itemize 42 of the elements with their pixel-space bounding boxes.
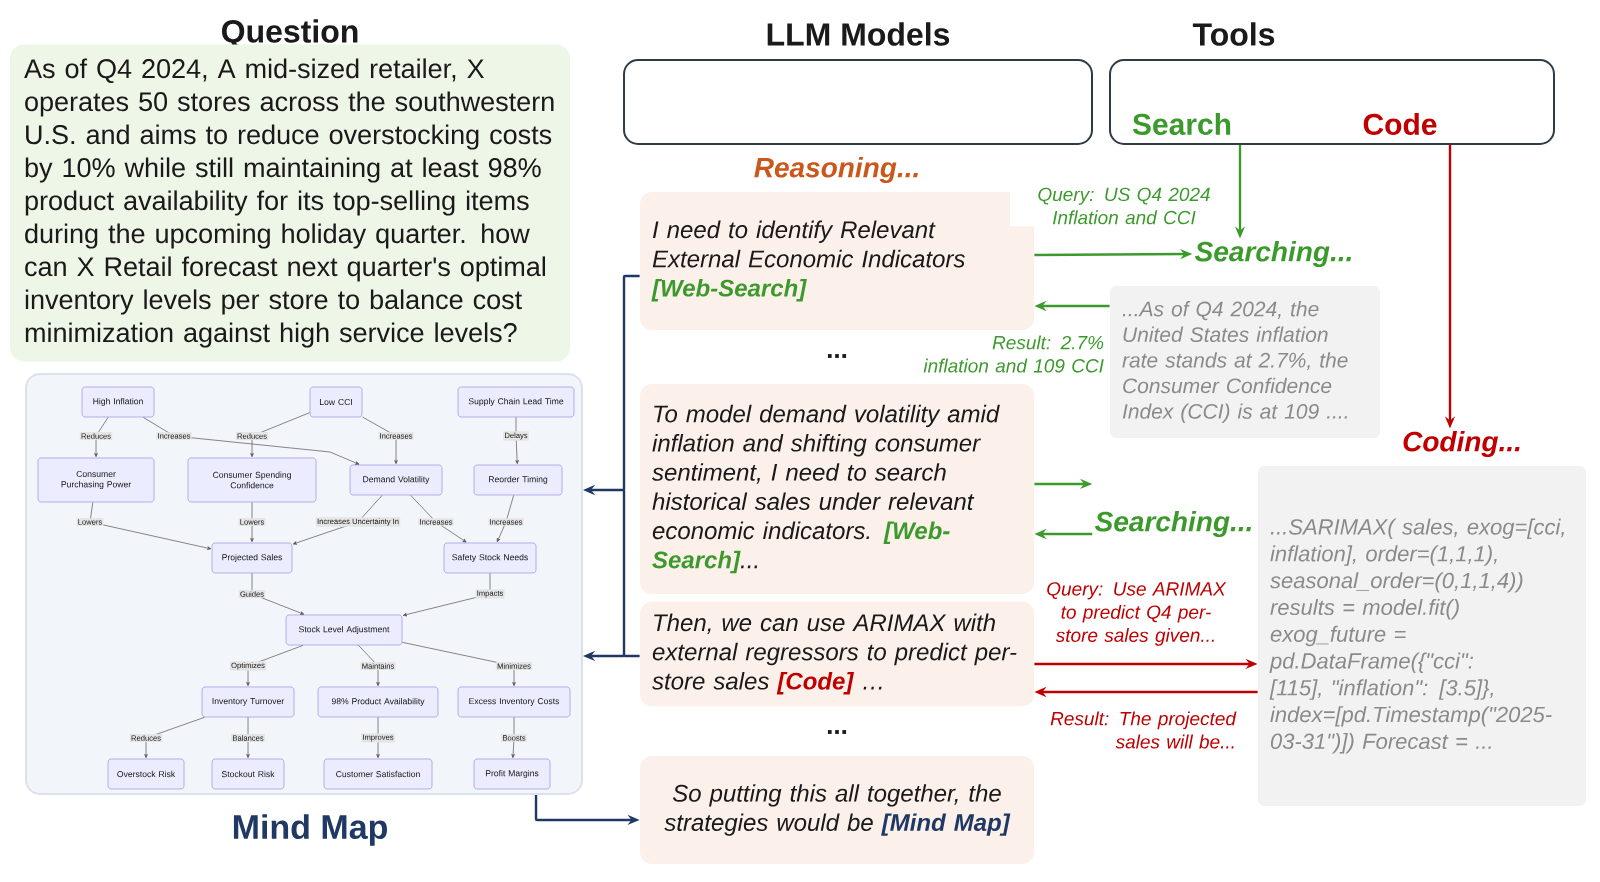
code-box: ...SARIMAX( sales, exog=[cci, inflation], order=(1,1,1), seasonal_order=(0,1,1,4)) results = model.fit() exog_future = pd.DataFrame({"cci": [115], "inflation": [3.5]}, index=[pd.Timestamp("2025-03-31")]) Forecast = ...	[1258, 466, 1586, 806]
arrow	[511, 717, 515, 759]
status-text: Searching...	[1195, 240, 1351, 268]
arrow	[410, 495, 467, 543]
arrow	[250, 412, 310, 458]
arrow	[246, 717, 250, 759]
arrow	[292, 495, 383, 545]
edge-label: Query: Use ARIMAX to predict Q4 per-store sales given...	[1034, 580, 1238, 648]
arrow	[94, 417, 109, 458]
reasoning-box: So putting this all together, the strategies would be [Mind Map]	[640, 756, 1034, 864]
status-text: Searching...	[1095, 510, 1251, 538]
result-box: ...As of Q4 2024, the United States inflation rate stands at 2.7%, the Consumer Confidence Index (CCI) is at 109 ....	[1110, 286, 1380, 438]
question-box: As of Q4 2024, A mid-sized retailer, X operates 50 stores across the southwestern U.S. and aims to reduce overstocking costs by 10% while still maintaining at least 98% product availability for its top-selling items during the upcoming holiday quarter. how can X Retail forecast next quarter's optimal inventory levels per store to balance cost minimization against high service levels?	[10, 44, 570, 362]
edge-label: Result: 2.7% inflation and 109 CCI	[906, 333, 1106, 375]
arrow	[358, 645, 380, 687]
arrow	[89, 502, 212, 550]
reasoning-box: I need to identify Relevant External Economic Indicators [Web-Search]	[640, 192, 1034, 330]
status-text: Reasoning...	[754, 156, 918, 184]
edge-label: Query: US Q4 2024 Inflation and CCI	[1010, 185, 1238, 227]
arrow	[251, 573, 305, 615]
arrow	[515, 417, 519, 465]
ellipsis: ...	[827, 354, 847, 358]
arrow	[246, 645, 304, 687]
heading: Mind Map	[233, 814, 387, 846]
arrow	[402, 642, 516, 687]
arrow	[362, 416, 398, 465]
heading: Tools	[1192, 22, 1275, 46]
heading: LLM Models	[767, 22, 950, 46]
code-label: Code	[1363, 113, 1437, 135]
arrow	[144, 717, 205, 759]
search-label: Search	[1132, 113, 1231, 135]
arrow	[250, 502, 254, 543]
reasoning-box: Then, we can use ARIMAX with external regressors to predict per-store sales [Code] …	[640, 601, 1034, 707]
arrow	[376, 717, 380, 759]
arrow	[402, 573, 491, 617]
heading: Question	[222, 19, 358, 49]
reasoning-box: To model demand volatility amid inflation and shifting consumer sentiment, I need to search historical sales under relevant economic indicators. [Web-Search]...	[640, 384, 1034, 594]
ellipsis: ...	[827, 730, 847, 734]
arrow	[143, 417, 360, 465]
edge-label: Result: The projected sales will be...	[1034, 709, 1238, 751]
status-text: Coding...	[1403, 430, 1520, 458]
arrow	[496, 495, 514, 543]
